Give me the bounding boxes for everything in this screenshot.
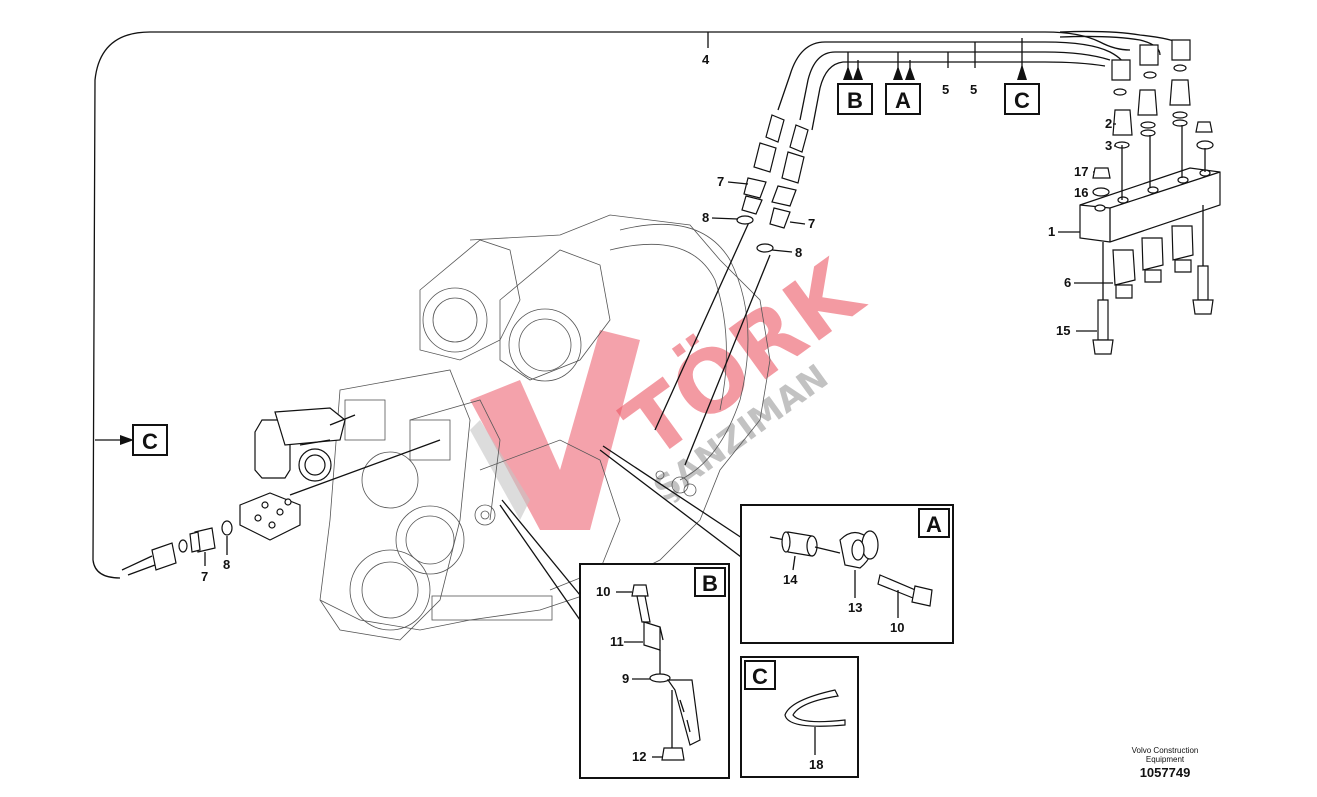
callout-11: 11 — [610, 634, 624, 649]
sensor-assembly — [254, 407, 346, 482]
detail-a-pointer-2 — [602, 445, 746, 541]
callout-10a: 10 — [596, 584, 610, 599]
drawing-number: 1057749 — [1139, 765, 1191, 780]
detail-c-title: C — [752, 664, 768, 689]
hydraulic-lines — [92, 30, 1186, 579]
callout-16: 16 — [1074, 185, 1088, 200]
footer-brand-line2: Equipment — [1145, 755, 1185, 764]
detail-a-title: A — [926, 512, 942, 537]
flange-plate — [239, 492, 301, 541]
callout-7a: 7 — [717, 174, 724, 189]
callout-12: 12 — [632, 749, 646, 764]
block-sensors-6 — [1112, 225, 1194, 299]
callout-2: 2 — [1105, 116, 1112, 131]
left-fitting-7 — [121, 527, 216, 576]
callout-5a: 5 — [942, 82, 949, 97]
block-bolts-15 — [1092, 205, 1214, 355]
top-tag-b: B — [837, 52, 873, 115]
leader-sensor — [329, 414, 356, 426]
callout-15: 15 — [1056, 323, 1070, 338]
tag-c-top-label: C — [1014, 88, 1030, 113]
callout-7b: 7 — [808, 216, 815, 231]
transmission-housing — [319, 214, 771, 641]
footer-credit: Volvo Construction Equipment 1057749 — [1110, 746, 1220, 780]
leader-tube-a — [654, 219, 751, 431]
callout-1: 1 — [1048, 224, 1055, 239]
tag-b-label: B — [847, 88, 863, 113]
callout-10b: 10 — [890, 620, 904, 635]
block-fittings — [1092, 39, 1214, 200]
left-o-ring-8 — [221, 520, 233, 536]
left-tag-c: C — [95, 424, 168, 456]
footer-brand-line1: Volvo Construction — [1131, 746, 1199, 755]
detail-b-pointer-2 — [501, 499, 581, 596]
detail-b-pointer-1 — [499, 504, 581, 621]
callout-4: 4 — [702, 52, 710, 67]
callout-8c: 8 — [223, 557, 230, 572]
top-tag-a: A — [885, 52, 921, 115]
tag-a-label: A — [895, 88, 911, 113]
leader-plate — [289, 439, 441, 496]
tag-c-left-label: C — [142, 429, 158, 454]
callout-8b: 8 — [795, 245, 802, 260]
distribution-block — [1079, 167, 1221, 243]
callout-8a: 8 — [702, 210, 709, 225]
callout-6: 6 — [1064, 275, 1071, 290]
callouts: 4 5 5 7 8 7 8 2 3 17 16 1 6 15 7 8 — [201, 52, 1116, 584]
callout-9: 9 — [622, 671, 629, 686]
callout-5b: 5 — [970, 82, 977, 97]
callout-13: 13 — [848, 600, 862, 615]
detail-c-panel: C 18 — [740, 656, 859, 778]
callout-3: 3 — [1105, 138, 1112, 153]
callout-14: 14 — [783, 572, 798, 587]
top-tag-c: C — [1004, 38, 1040, 115]
detail-a-pointer-1 — [599, 449, 746, 561]
callout-17: 17 — [1074, 164, 1088, 179]
upper-fittings — [736, 114, 809, 253]
callout-7c: 7 — [201, 569, 208, 584]
leader-tube-b — [684, 254, 771, 466]
detail-b-panel: B 10 11 9 12 — [579, 563, 730, 779]
detail-a-panel: A 14 13 10 — [740, 504, 954, 644]
callout-18: 18 — [809, 757, 823, 772]
detail-b-title: B — [702, 571, 718, 596]
